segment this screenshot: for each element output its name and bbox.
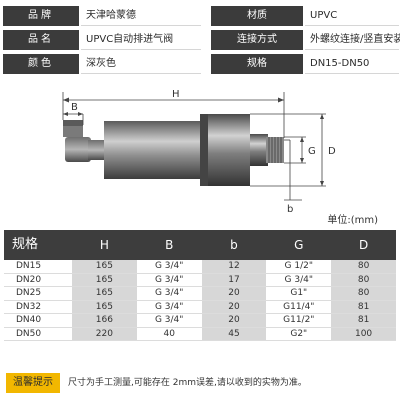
table-cell: G 3/4" (136, 300, 202, 313)
table-cell: G1" (266, 287, 332, 300)
table-cell: 45 (201, 327, 267, 340)
table-cell: 165 (72, 300, 137, 313)
valve-nut (208, 114, 250, 186)
dimension-d (250, 113, 326, 187)
dimension-h-label: H (172, 89, 180, 100)
table-cell: 40 (136, 327, 202, 340)
table-row: DN20 165 G 3/4" 17 G 3/4" 80 (4, 273, 396, 287)
spec-label-brand: 品牌 (3, 6, 79, 26)
valve-body (104, 121, 202, 179)
table-body: DN15 165 G 3/4" 12 G 1/2" 80 DN20 165 G … (4, 260, 396, 341)
notice-label: 温馨提示 (6, 373, 60, 393)
size-table: 规格 H B b G D DN15 165 G 3/4" 12 G 1/2" 8… (4, 230, 396, 341)
valve-collar (200, 114, 208, 186)
table-header-cell: G (294, 238, 304, 252)
spec-value-color: 深灰色 (81, 54, 201, 74)
table-cell: 20 (201, 314, 267, 327)
table-header: 规格 H B b G D (4, 230, 396, 260)
table-cell: 81 (331, 314, 396, 327)
spec-label-connection: 连接方式 (211, 30, 303, 50)
spec-row: 颜色 深灰色 规格 DN15-DN50 (3, 54, 399, 74)
table-cell: G2" (266, 327, 332, 340)
table-cell: 165 (72, 287, 137, 300)
spec-value-brand: 天津哈蒙德 (81, 6, 201, 26)
table-cell: G 3/4" (136, 287, 202, 300)
table-header-cell: 规格 (12, 237, 39, 252)
table-cell: G 3/4" (136, 260, 202, 273)
table-cell: 165 (72, 273, 137, 286)
table-cell: 166 (72, 314, 137, 327)
table-cell: G 3/4" (136, 314, 202, 327)
table-cell: 165 (72, 260, 137, 273)
table-cell: G11/2" (266, 314, 332, 327)
table-cell: DN50 (4, 327, 72, 340)
dimension-b (63, 112, 84, 125)
valve-neck (250, 134, 268, 166)
table-cell: 80 (331, 287, 396, 300)
dimension-b-label: B (71, 102, 78, 113)
table-header-cell: H (99, 238, 109, 252)
spec-label-product-name: 品名 (3, 30, 79, 50)
spec-value-size: DN15-DN50 (305, 54, 399, 74)
table-header-cell: b (230, 238, 238, 252)
table-row: DN25 165 G 3/4" 20 G1" 80 (4, 287, 396, 301)
dimension-h (62, 92, 285, 138)
unit-label: 单位:(mm) (327, 215, 378, 226)
table-cell: 20 (201, 300, 267, 313)
dimension-d-label: D (328, 146, 336, 157)
elbow-fitting (63, 120, 104, 162)
spec-label-material: 材质 (211, 6, 303, 26)
table-cell: 81 (331, 300, 396, 313)
spec-row: 品牌 天津哈蒙德 材质 UPVC (3, 6, 399, 26)
table-cell: DN25 (4, 287, 72, 300)
table-row: DN15 165 G 3/4" 12 G 1/2" 80 (4, 260, 396, 274)
table-cell: DN15 (4, 260, 72, 273)
table-cell: 12 (201, 260, 267, 273)
spec-label-color: 颜色 (3, 54, 79, 74)
dimension-g (284, 136, 306, 164)
spec-row: 品名 UPVC自动排进气阀 连接方式 外螺纹连接/竖直安装 (3, 30, 400, 50)
table-row: DN40 166 G 3/4" 20 G11/2" 81 (4, 314, 396, 328)
spec-value-product-name: UPVC自动排进气阀 (81, 30, 201, 50)
spec-value-connection: 外螺纹连接/竖直安装 (305, 30, 400, 50)
table-cell: G11/4" (266, 300, 332, 313)
table-cell: 20 (201, 287, 267, 300)
table-cell: DN20 (4, 273, 72, 286)
table-cell: 80 (331, 273, 396, 286)
dimension-g-label: G (308, 146, 316, 157)
table-cell: 100 (331, 327, 396, 340)
spec-block: 品牌 天津哈蒙德 材质 UPVC 品名 UPVC自动排进气阀 连接方式 外螺纹连… (3, 3, 400, 75)
notice-bar: 温馨提示 尺寸为手工测量,可能存在 2mm误差,请以收到的实物为准。 (6, 373, 396, 393)
table-header-cell: B (165, 238, 174, 252)
table-cell: DN40 (4, 314, 72, 327)
table-cell: G 3/4" (136, 273, 202, 286)
table-cell: G 1/2" (266, 260, 332, 273)
table-row: DN50 220 40 45 G2" 100 (4, 327, 396, 341)
table-row: DN32 165 G 3/4" 20 G11/4" 81 (4, 300, 396, 314)
table-cell: 220 (72, 327, 137, 340)
table-cell: G 3/4" (266, 273, 332, 286)
spec-label-size: 规格 (211, 54, 303, 74)
notice-text: 尺寸为手工测量,可能存在 2mm误差,请以收到的实物为准。 (68, 378, 307, 388)
threaded-end (266, 137, 284, 163)
dimension-b-small (284, 139, 302, 201)
dimension-b-small-label: b (287, 204, 293, 215)
table-header-cell: D (358, 238, 369, 252)
spec-value-material: UPVC (305, 6, 399, 26)
table-cell: DN32 (4, 300, 72, 313)
table-cell: 17 (201, 273, 267, 286)
table-cell: 80 (331, 260, 396, 273)
valve-dimension-drawing: H B b G D (62, 89, 336, 215)
